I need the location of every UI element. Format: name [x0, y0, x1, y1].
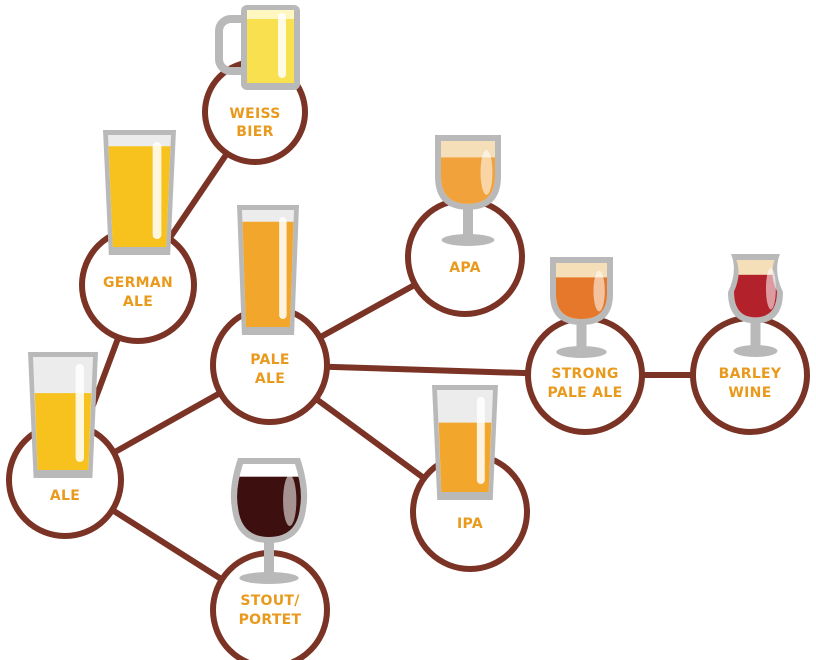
node-apa: APA: [405, 135, 525, 317]
pint-glass-icon: [432, 385, 498, 500]
node-ipa: IPA: [410, 385, 530, 572]
beer-fill: [247, 19, 294, 83]
node-label: PORTET: [239, 612, 302, 628]
node-weiss-bier: WEISS BIER: [202, 5, 308, 165]
node-stout-portet: STOUT/PORTET: [210, 458, 330, 660]
glass-highlight: [480, 149, 493, 195]
glass-highlight: [593, 270, 605, 312]
node-label: STOUT/: [240, 593, 300, 609]
node-label: PALE: [250, 352, 290, 368]
glass-stem: [576, 323, 587, 349]
glass-highlight: [75, 364, 84, 462]
goblet-icon: [550, 257, 613, 358]
glass-base: [733, 345, 778, 357]
node-label: BARLEY: [719, 366, 782, 382]
glass-stem: [264, 541, 274, 575]
tulip-glass-icon: [728, 254, 783, 357]
glass-highlight: [278, 13, 286, 78]
node-label: IPA: [457, 516, 483, 532]
glass-base: [239, 572, 299, 584]
tall-glass-icon: [237, 205, 299, 335]
glass-highlight: [279, 217, 287, 319]
node-label: PALE ALE: [548, 385, 623, 401]
node-ale: ALE: [6, 352, 124, 539]
node-label: WEISS: [229, 106, 280, 122]
node-barley-wine: BARLEY WINE: [690, 254, 810, 435]
mug-icon: [215, 5, 300, 90]
node-label: ALE: [255, 371, 285, 387]
node-label: BIER: [236, 124, 273, 140]
node-german-ale: GERMAN ALE: [79, 130, 197, 344]
glass-highlight: [152, 142, 162, 239]
glass-highlight: [476, 397, 485, 484]
glass-base: [441, 234, 495, 246]
node-pale-ale: PALE ALE: [210, 205, 330, 425]
node-label: ALE: [123, 294, 153, 310]
glass-stem: [463, 207, 473, 237]
node-label: GERMAN: [103, 275, 173, 291]
tall-glass-icon: [103, 130, 176, 255]
node-label: STRONG: [551, 366, 618, 382]
node-label: WINE: [728, 385, 771, 401]
glass-base: [556, 346, 607, 358]
node-label: ALE: [50, 488, 80, 504]
glass-highlight: [765, 267, 776, 310]
node-strong-pale-ale: STRONG PALE ALE: [525, 257, 645, 435]
mug-handle: [215, 15, 243, 75]
glass-highlight: [283, 475, 297, 526]
goblet-icon: [435, 135, 501, 246]
nodes: ALE GERMAN ALE WEISS BIER PALE ALE APA IPA STRONG…: [6, 5, 810, 660]
wine-glass-icon: [230, 458, 308, 584]
pint-glass-icon: [28, 352, 98, 478]
node-label: APA: [449, 260, 481, 276]
glass-stem: [750, 321, 761, 348]
